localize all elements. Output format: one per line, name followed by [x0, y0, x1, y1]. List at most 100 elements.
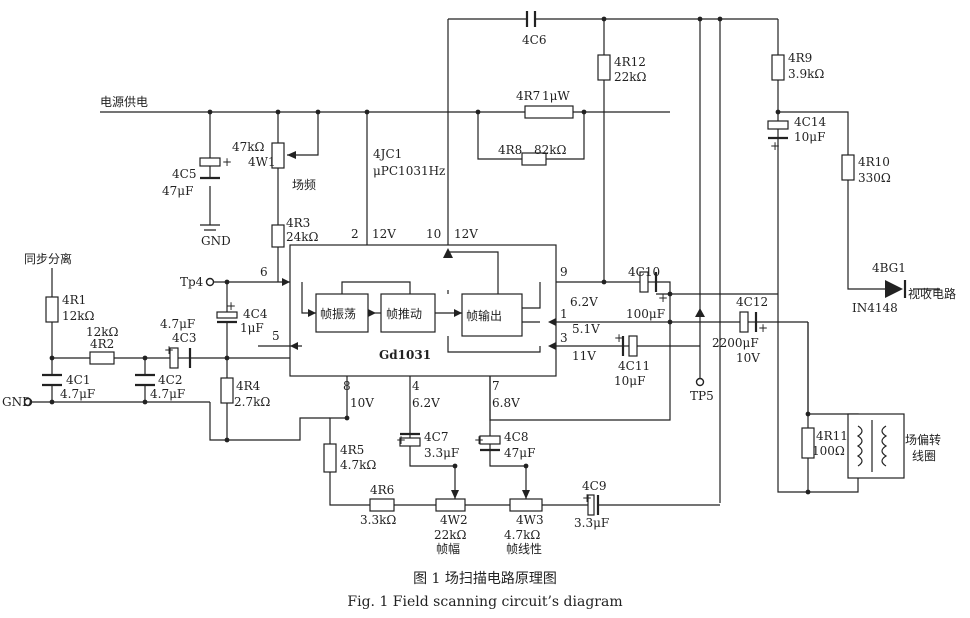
pin-2-voltage: 12V [372, 227, 396, 241]
pin-8: 8 [343, 379, 351, 393]
polarity-c7: + [396, 433, 406, 447]
polarity-c3: + [164, 343, 174, 357]
pin-4: 4 [412, 379, 420, 393]
label-c12: 4C12 [736, 295, 768, 309]
potentiometer-w3 [509, 498, 543, 512]
pin-9-voltage: 6.2V [570, 295, 598, 309]
label-r6-value: 3.3kΩ [360, 513, 396, 527]
label-r11: 4R11 [816, 429, 848, 443]
label-c5: 4C5 [172, 167, 196, 181]
polarity-c11: + [614, 331, 624, 345]
label-r5: 4R5 [340, 443, 364, 457]
diode-4bg1 [885, 280, 903, 298]
label-c4-value: 1μF [240, 321, 264, 335]
testpoint-tp4 [205, 277, 215, 287]
label-c10-value: 100μF [626, 307, 665, 321]
label-frame-amp: 帧幅 [436, 541, 460, 556]
label-field-freq: 场频 [292, 178, 316, 192]
pin-1-voltage: 5.1V [572, 322, 600, 336]
polarity-c10: + [658, 291, 668, 305]
label-c2: 4C2 [158, 373, 182, 387]
polarity-c14: + [770, 139, 780, 153]
label-c3-value: 4.7μF [160, 317, 195, 331]
potentiometer-w2 [435, 498, 466, 512]
pin-4-voltage: 6.2V [412, 396, 440, 410]
polarity-c4: + [226, 299, 236, 313]
pin-8-voltage: 10V [350, 396, 374, 410]
label-r2: 4R2 [90, 337, 114, 351]
label-r4-value: 2.7kΩ [234, 395, 270, 409]
label-tp4: Tp4 [180, 275, 204, 289]
label-yoke-2: 线圈 [912, 449, 936, 463]
misc-parts [23, 16, 907, 495]
label-c4: 4C4 [243, 307, 268, 321]
label-r9: 4R9 [788, 51, 812, 65]
label-gnd-left: GND [2, 395, 32, 409]
label-r9-value: 3.9kΩ [788, 67, 824, 81]
resistor-r1 [45, 296, 59, 323]
resistor-r8 [521, 152, 547, 166]
label-c12-value: 2200μF [712, 336, 759, 350]
capacitor-c1 [42, 373, 62, 387]
ic-chip [282, 244, 705, 377]
label-r3-value: 24kΩ [286, 230, 319, 244]
label-r1: 4R1 [62, 293, 86, 307]
label-frame-lin: 帧线性 [506, 542, 542, 556]
resistor-r5 [323, 443, 337, 473]
potentiometer-w1 [271, 142, 285, 169]
pin-9: 9 [560, 265, 568, 279]
label-c9-value: 3.3μF [574, 516, 609, 530]
label-r3: 4R3 [286, 216, 310, 230]
label-r8-value: 82kΩ [534, 143, 567, 157]
pin-3: 3 [560, 331, 568, 345]
label-yoke: 场偏转 [905, 432, 941, 447]
deflection-yoke-coil [847, 413, 905, 479]
label-sync: 同步分离 [24, 251, 72, 266]
label-c7: 4C7 [424, 430, 448, 444]
label-c14-value: 10μF [794, 130, 825, 144]
capacitor-c2 [135, 373, 155, 387]
label-c9: 4C9 [582, 479, 606, 493]
figure-caption: 图 1 场扫描电路原理图 Fig. 1 Field scanning circu… [347, 571, 622, 610]
pin-7-voltage: 6.8V [492, 396, 520, 410]
label-r12-value: 22kΩ [614, 70, 647, 84]
label-r8: 4R8 [498, 143, 522, 157]
polarity-c8: + [474, 433, 484, 447]
label-w2-value: 22kΩ [434, 528, 467, 542]
caption-cn: 图 1 场扫描电路原理图 [413, 571, 557, 587]
label-c3: 4C3 [172, 331, 196, 345]
label-r4: 4R4 [236, 379, 261, 393]
label-block-drv: 帧推动 [386, 307, 422, 321]
label-diode-type: IN4148 [852, 301, 898, 315]
label-c14: 4C14 [794, 115, 826, 129]
capacitor-c6 [525, 11, 537, 27]
resistor-r11 [801, 427, 815, 459]
label-c11: 4C11 [618, 359, 650, 373]
label-r12: 4R12 [614, 55, 646, 69]
label-r7: 4R7 [516, 89, 540, 103]
label-c2-value: 4.7μF [150, 387, 185, 401]
label-c1: 4C1 [66, 373, 90, 387]
label-c7-value: 3.3μF [424, 446, 459, 460]
label-w1-value: 47kΩ [232, 140, 265, 154]
polarity-c9: + [582, 491, 592, 505]
pin-6: 6 [260, 265, 268, 279]
label-r2-value: 12kΩ [86, 325, 119, 339]
label-gnd-c5: GND [201, 234, 231, 248]
resistor-r6 [369, 498, 395, 512]
block-frame-driver [380, 293, 436, 333]
label-block-out: 帧输出 [466, 308, 502, 323]
polarity-c12: + [758, 321, 768, 335]
block-frame-oscillator [315, 293, 369, 333]
label-c12-value-2: 10V [736, 351, 760, 365]
label-w3-value: 4.7kΩ [504, 528, 540, 542]
block-frame-output [461, 293, 523, 337]
polarity-c5: + [222, 155, 232, 169]
testpoint-tp5 [695, 377, 705, 387]
label-w2: 4W2 [440, 513, 468, 527]
label-diode: 4BG1 [872, 261, 906, 275]
label-ic-name: Gd1031 [379, 348, 431, 362]
resistor-r7 [524, 105, 574, 119]
gnd-terminal [23, 397, 33, 407]
